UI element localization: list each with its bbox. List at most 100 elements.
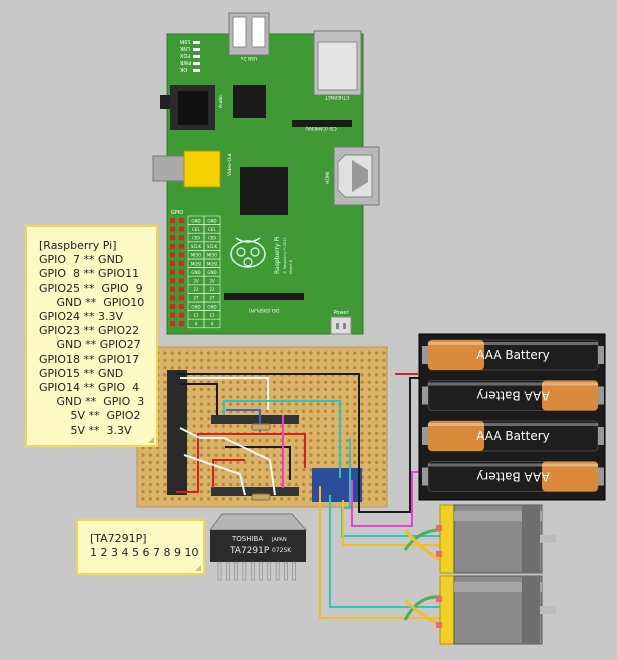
proto-hole — [287, 439, 291, 443]
proto-hole — [156, 475, 160, 479]
motor-terminal — [436, 525, 442, 531]
proto-hole — [258, 402, 262, 406]
motors — [436, 504, 556, 645]
proto-hole — [207, 395, 211, 399]
legend-label: MISO — [207, 253, 217, 258]
aaa-battery: AAA Battery — [422, 380, 604, 411]
proto-hole — [360, 431, 364, 435]
proto-hole — [221, 424, 225, 428]
gpio-pin — [170, 235, 175, 241]
proto-hole — [375, 468, 379, 472]
proto-hole — [323, 395, 328, 399]
wire-white-3 — [183, 454, 246, 496]
ta-note-title: [TA7291P] — [90, 532, 147, 545]
proto-hole — [294, 380, 298, 384]
raspberry-logo: Raspberry Pi © Raspberry Pi 2012 Model B — [230, 236, 293, 274]
proto-hole — [163, 460, 167, 465]
proto-hole — [382, 453, 386, 457]
proto-hole — [221, 387, 225, 392]
proto-hole — [272, 424, 276, 428]
proto-hole — [309, 453, 313, 457]
proto-hole — [199, 387, 203, 392]
logo-line2: © Raspberry Pi 2012 — [283, 237, 287, 274]
lan-chip — [233, 85, 266, 118]
proto-hole — [302, 468, 306, 472]
proto-hole — [323, 351, 328, 355]
proto-hole — [302, 366, 306, 370]
proto-ic-socket-bottom — [211, 487, 299, 496]
proto-hole — [272, 460, 276, 465]
model-label: Model B — [289, 259, 293, 274]
legend-label: 22 — [193, 287, 199, 292]
proto-hole — [163, 446, 167, 450]
motor-shaft — [540, 606, 556, 614]
proto-hole — [375, 439, 379, 443]
display-label: DSI (DISPLAY) — [248, 307, 279, 313]
proto-hole — [375, 490, 379, 494]
proto-hole — [294, 358, 298, 362]
proto-hole — [214, 351, 218, 355]
proto-hole — [382, 468, 386, 472]
battery-contact — [598, 386, 604, 405]
proto-hole — [272, 366, 276, 370]
proto-hole — [360, 424, 364, 428]
proto-hole — [302, 402, 306, 406]
proto-hole — [345, 358, 349, 362]
battery-label: AAA Battery — [476, 429, 550, 443]
proto-hole — [338, 387, 342, 392]
proto-hole — [294, 475, 298, 479]
proto-hole — [192, 475, 196, 479]
proto-hole — [258, 395, 262, 399]
proto-hole — [353, 439, 357, 443]
proto-hole — [192, 387, 196, 392]
usb-connector: USB 2x — [228, 12, 270, 61]
legend-label: 3V — [193, 279, 199, 284]
legend-label: 3V — [209, 279, 215, 284]
proto-hole — [302, 395, 306, 399]
proto-hole — [360, 395, 364, 399]
gpio-pin — [179, 312, 184, 318]
legend-label: 27 — [193, 296, 199, 301]
gpio-pin — [179, 218, 184, 223]
proto-hole — [272, 468, 276, 472]
camera-label: CSI (CAMERA) — [305, 125, 336, 131]
dc-motor — [436, 575, 556, 645]
proto-hole — [207, 387, 211, 392]
proto-hole — [229, 402, 233, 406]
proto-hole — [214, 497, 218, 501]
proto-hole — [316, 439, 320, 443]
ic-pin — [226, 561, 230, 581]
legend-label: 17 — [209, 313, 215, 318]
proto-hole — [353, 395, 357, 399]
proto-hole — [309, 497, 313, 501]
wire-cyan — [223, 400, 341, 478]
proto-hole — [323, 431, 328, 435]
proto-hole — [287, 358, 291, 362]
proto-hole — [207, 358, 211, 362]
proto-hole — [199, 482, 203, 486]
proto-hole — [163, 475, 167, 479]
ic-origin: JAPAN — [271, 537, 287, 543]
proto-hole — [294, 460, 298, 465]
proto-hole — [280, 366, 284, 370]
proto-hole — [148, 482, 152, 486]
proto-hole — [199, 453, 203, 457]
wire-green — [403, 528, 446, 551]
proto-hole — [192, 395, 196, 399]
proto-hole — [353, 380, 357, 384]
legend-label: 17 — [193, 313, 199, 318]
aaa-battery: AAA Battery — [422, 420, 604, 452]
gpio-pin — [179, 295, 184, 301]
proto-hole — [192, 402, 196, 406]
proto-hole — [250, 460, 255, 465]
proto-hole — [243, 387, 247, 392]
proto-hole — [199, 358, 203, 362]
proto-hole — [316, 366, 320, 370]
proto-hole — [382, 424, 386, 428]
proto-hole — [331, 402, 335, 406]
power-connector: Power — [330, 310, 352, 335]
proto-hole — [207, 424, 211, 428]
proto-hole — [170, 351, 174, 355]
motor-terminal — [436, 596, 442, 602]
